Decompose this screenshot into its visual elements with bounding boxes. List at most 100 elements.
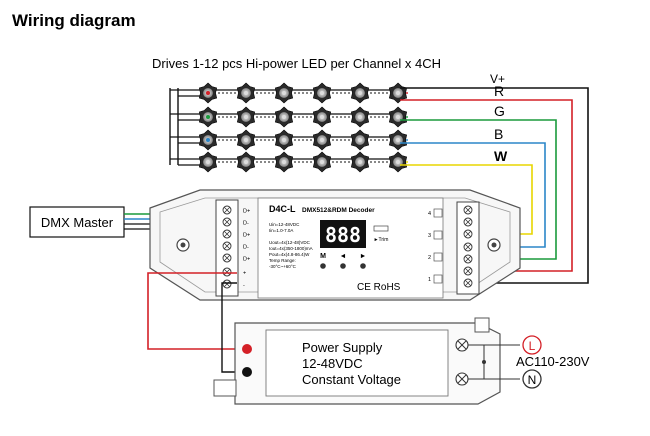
psu-line-3: Constant Voltage (302, 372, 401, 387)
led (312, 106, 332, 128)
input-terminal: D- (222, 241, 249, 251)
decoder-button[interactable]: ◄ (340, 253, 347, 269)
led (198, 106, 218, 128)
decoder-button[interactable]: M (320, 253, 326, 269)
page-title: Wiring diagram (12, 11, 136, 30)
input-terminal: + (222, 267, 246, 277)
decoder-button-label: M (320, 253, 326, 260)
led (274, 129, 294, 151)
output-channel-label: 3 (428, 233, 431, 239)
power-supply-housing (213, 317, 501, 405)
spec-line: Uin=12-48VDC (269, 222, 300, 227)
output-channel-marker: 2 (428, 252, 443, 262)
led (350, 106, 370, 128)
decoder-button-label: ◄ (340, 253, 347, 260)
led (274, 82, 294, 104)
spec-line: Pout=4x(4.8-86.4)W (269, 252, 310, 257)
red-wire (400, 99, 573, 272)
output-channel-marker: 3 (428, 230, 443, 240)
dmx-master-label: DMX Master (41, 215, 114, 230)
output-channel-marker: 4 (428, 208, 443, 218)
psu-positive-terminal (242, 344, 252, 354)
led (236, 151, 256, 173)
led-grid (198, 82, 408, 173)
decoder-subtitle: DMX512&RDM Decoder (302, 207, 375, 214)
power-positive-wire (147, 272, 247, 350)
label-b: B (494, 126, 503, 142)
spec-line: Temp Range: (269, 258, 296, 263)
neutral-terminal (522, 369, 542, 389)
label-r: R (494, 83, 504, 99)
led (312, 151, 332, 173)
input-terminal-block: D+ D- D+ D- D+ + - (215, 199, 250, 297)
output-terminal (463, 229, 473, 239)
led (388, 151, 408, 173)
vplus-wire (400, 87, 589, 284)
cert-marks: CE RoHS (357, 282, 401, 293)
output-terminal (463, 278, 473, 288)
live-terminal (522, 335, 542, 355)
input-terminal: D+ (222, 229, 250, 239)
live-label: L (529, 339, 536, 353)
dmx-master-box (29, 206, 125, 238)
led (350, 151, 370, 173)
spec-line: Iin=1.0-7.0A (269, 228, 293, 233)
input-terminal: D- (222, 217, 249, 227)
led (198, 151, 218, 173)
ac-terminals (455, 338, 520, 386)
spec-line: -30°C~+60°C (269, 264, 297, 269)
output-channel-marker: 1 (428, 274, 443, 284)
ac-voltage-label: AC110-230V (516, 354, 590, 369)
led (312, 82, 332, 104)
label-g: G (494, 103, 505, 119)
output-terminal (463, 217, 473, 227)
output-channel-label: 1 (428, 277, 431, 283)
led (350, 129, 370, 151)
led (236, 82, 256, 104)
led (236, 129, 256, 151)
led (350, 82, 370, 104)
input-terminal-label: + (243, 271, 246, 277)
decoder-spec-mid: Uout=4x(12-48)VDCIout=4x(350-1800)mAPout… (269, 240, 313, 269)
decoder-buttons: M ◄ ► (320, 253, 366, 269)
led (236, 106, 256, 128)
led (274, 151, 294, 173)
label-w: W (494, 148, 508, 164)
output-terminal (463, 205, 473, 215)
led (198, 82, 218, 104)
trim-label: ►Trim (374, 237, 389, 243)
led (388, 129, 408, 151)
trim-pot[interactable] (373, 225, 389, 232)
spec-line: Iout=4x(350-1800)mA (269, 246, 313, 251)
drives-caption: Drives 1-12 pcs Hi-power LED per Channel… (152, 56, 441, 71)
led (312, 129, 332, 151)
spec-line: Uout=4x(12-48)VDC (269, 240, 311, 245)
psu-line-1: Power Supply (302, 340, 383, 355)
psu-line-2: 12-48VDC (302, 356, 363, 371)
segment-display (320, 220, 366, 248)
led (198, 129, 218, 151)
input-terminal: D+ (222, 205, 250, 215)
input-terminal-label: D- (243, 245, 249, 251)
input-terminal-label: D+ (243, 233, 250, 239)
led (388, 106, 408, 128)
decoder-button-label: ► (360, 253, 367, 260)
led (274, 106, 294, 128)
input-terminal: D+ (222, 253, 250, 263)
input-terminal-label: D- (243, 221, 249, 227)
output-terminal-block: 4 3 2 1 (428, 201, 480, 295)
output-terminal (463, 242, 473, 252)
label-vplus: V+ (490, 72, 505, 86)
decoder-button[interactable]: ► (360, 253, 367, 269)
input-terminal: - (222, 279, 245, 289)
decoder-model: D4C-L (269, 204, 296, 214)
input-terminal-label: - (243, 283, 245, 289)
display-digits: 888 (325, 223, 361, 247)
input-terminal-label: D+ (243, 209, 250, 215)
output-channel-label: 4 (428, 211, 431, 217)
psu-negative-terminal (242, 367, 252, 377)
output-terminal (463, 254, 473, 264)
input-terminal-label: D+ (243, 257, 250, 263)
